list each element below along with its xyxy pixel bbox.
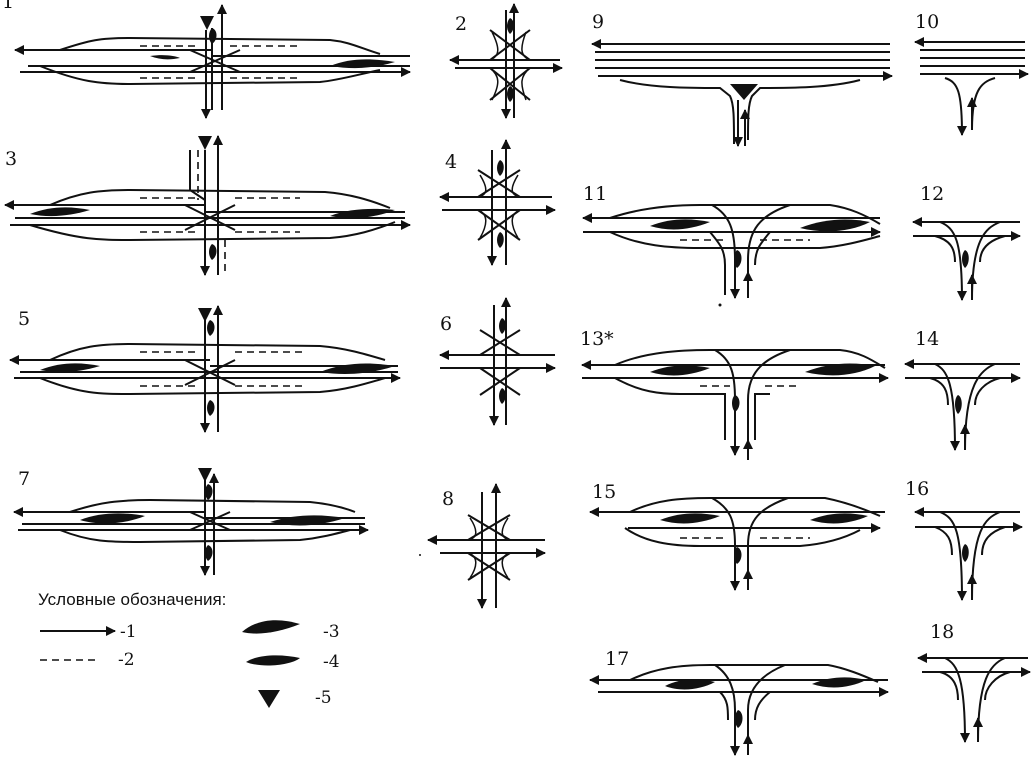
triangle-island-symbol xyxy=(258,690,280,708)
scheme-15-label: 15 xyxy=(592,481,616,503)
scheme-7-label: 7 xyxy=(18,468,30,490)
scheme-16-label: 16 xyxy=(905,478,929,500)
legend-label-3: -3 xyxy=(323,622,340,642)
legend-label-2: -2 xyxy=(118,650,135,670)
scheme-17-label: 17 xyxy=(605,648,629,670)
scheme-18-label: 18 xyxy=(930,621,954,643)
scheme-11: 11 xyxy=(582,183,881,299)
scheme-17: 17 xyxy=(589,648,889,756)
legend-item-1: -1 xyxy=(40,622,137,642)
scheme-13: 13* xyxy=(580,328,889,460)
legend-title: Условные обозначения: xyxy=(38,590,226,609)
scheme-11-label: 11 xyxy=(583,183,607,205)
scheme-1-label: 1 xyxy=(2,0,14,13)
scheme-4: 4 xyxy=(439,139,556,266)
scheme-4-label: 4 xyxy=(445,151,457,173)
scheme-18: 18 xyxy=(917,621,1031,743)
oval-island-symbol xyxy=(246,655,300,666)
scheme-2-label: 2 xyxy=(455,13,467,35)
legend-label-1: -1 xyxy=(120,622,137,642)
scheme-8: 8 xyxy=(427,483,546,609)
scheme-10-label: 10 xyxy=(915,11,939,33)
legend-item-3: -3 xyxy=(242,620,340,642)
scheme-2: 2 xyxy=(449,3,563,119)
scheme-14-label: 14 xyxy=(915,328,939,350)
legend-item-2: -2 xyxy=(40,650,135,670)
scheme-16: 16 xyxy=(905,478,1023,601)
scheme-12: 12 xyxy=(912,183,1021,301)
legend-label-4: -4 xyxy=(323,652,340,672)
legend-label-5: -5 xyxy=(315,688,332,708)
scheme-7: 7 xyxy=(13,468,369,576)
scheme-9: 9 xyxy=(591,11,893,147)
scheme-6: 6 xyxy=(439,297,556,426)
scheme-3: 3 xyxy=(4,135,411,276)
scheme-8-label: 8 xyxy=(442,488,454,510)
scheme-12-label: 12 xyxy=(920,183,944,205)
scheme-5: 5 xyxy=(9,305,401,433)
legend-item-4: -4 xyxy=(246,652,340,672)
teardrop-island-symbol xyxy=(242,620,300,634)
scheme-1: 1 xyxy=(2,0,411,119)
scheme-9-label: 9 xyxy=(592,11,604,33)
scheme-15: 15 xyxy=(589,481,885,591)
legend: Условные обозначения: -1 -2 -3 -4 -5 xyxy=(38,590,340,708)
scheme-3-label: 3 xyxy=(5,148,17,170)
legend-item-5: -5 xyxy=(258,688,332,708)
scheme-6-label: 6 xyxy=(440,313,452,335)
scheme-14: 14 xyxy=(904,328,1021,451)
scheme-10: 10 xyxy=(914,11,1029,136)
scheme-5-label: 5 xyxy=(18,308,30,330)
scheme-13-label: 13* xyxy=(580,328,614,350)
